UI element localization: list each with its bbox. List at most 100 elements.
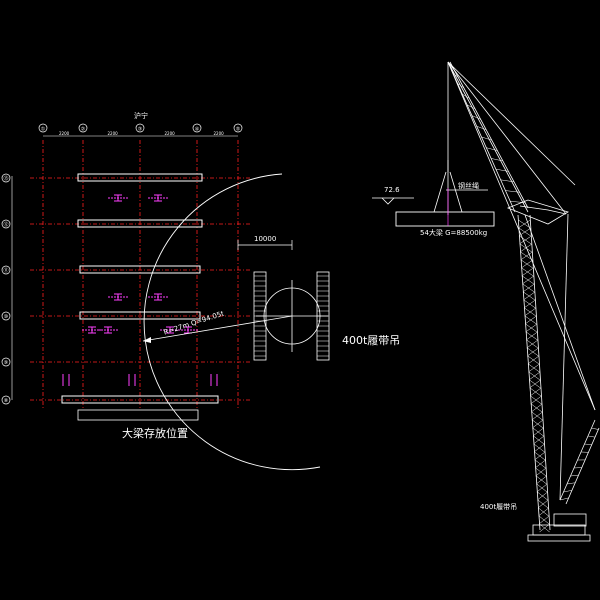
jib-lacing — [570, 474, 579, 477]
mast-diagonal — [522, 283, 535, 293]
boom-lacing — [471, 115, 481, 120]
lifted-beam — [395, 211, 495, 227]
mast-diagonal — [536, 483, 548, 493]
sling-label: 钢丝绳 — [458, 182, 479, 190]
mast-diagonal — [531, 403, 543, 413]
radius-arrow — [143, 337, 151, 343]
column-axis-label: ① — [41, 127, 46, 133]
column-axis-bubble — [233, 123, 243, 133]
mast-diagonal — [521, 259, 533, 269]
column-axis-bubble — [78, 123, 88, 133]
mast-diagonal — [519, 235, 532, 245]
mast-diagonal — [518, 227, 531, 237]
row-axis-bubble — [1, 265, 11, 275]
mast-diagonal — [532, 419, 544, 429]
mast-diagonal — [523, 299, 536, 309]
mast-diagonal — [536, 475, 547, 485]
column-axis-label: ⑤ — [236, 127, 240, 133]
storage-caption: 大梁存放位置 — [122, 427, 188, 440]
storage-beam — [77, 219, 203, 228]
row-axis-bubble — [1, 173, 11, 183]
row-axis-label: ⑩ — [4, 314, 9, 320]
storage-beam — [79, 265, 201, 274]
mast-diagonal — [537, 491, 548, 501]
level-mark-label: 72.6 — [384, 186, 400, 194]
mast-diagonal — [534, 451, 546, 461]
mast-diagonal — [533, 435, 545, 445]
storage-beams — [61, 173, 219, 404]
mast-diagonal — [523, 291, 536, 301]
crane-base — [527, 513, 591, 542]
row-axis-label: ⑧ — [4, 398, 9, 404]
mast-diagonal — [528, 363, 540, 373]
crawler-track-shoes — [254, 275, 329, 357]
mast-diagonal — [531, 411, 543, 421]
jib-lacing — [591, 427, 599, 430]
row-axis-label: ⑫ — [3, 221, 8, 228]
lifting-sling — [433, 160, 488, 213]
jib-lacing — [584, 443, 592, 445]
mast-diagonal — [526, 331, 538, 341]
storage-area-outline — [77, 409, 199, 421]
boom-lacing — [481, 136, 492, 141]
mast-diagonal — [519, 243, 532, 253]
mast-diagonal — [522, 275, 535, 285]
row-axis-bubble — [1, 357, 11, 367]
column-axis-bubble — [192, 123, 202, 133]
row-axis-label: ⑪ — [3, 267, 8, 274]
row-axis-label: ⑬ — [3, 175, 8, 182]
steel-column-pair — [62, 374, 70, 386]
level-mark — [372, 197, 414, 205]
jib-lacing — [587, 435, 596, 438]
mast-diagonal — [535, 467, 547, 477]
mast-diagonal — [529, 387, 542, 397]
column-axis-label: ④ — [195, 127, 200, 133]
mast-diagonal — [524, 307, 537, 317]
beam-label: 54大梁 G=88500kg — [420, 229, 488, 237]
mast-diagonal — [538, 507, 549, 517]
jib-lacing — [563, 490, 572, 493]
storage-beam — [79, 311, 201, 320]
mast-diagonal — [526, 339, 539, 349]
boom-chord — [449, 61, 529, 209]
steel-members — [62, 194, 218, 386]
mast-diagonal — [537, 499, 549, 509]
storage-beam — [77, 173, 203, 182]
plan-crane-caption: 400t履带吊 — [342, 334, 401, 347]
mast-diagonal — [534, 459, 546, 469]
row-axis-bubble — [1, 311, 11, 321]
mast-diagonal — [527, 355, 540, 365]
row-axis-bubbles: ⑬ ⑫ ⑪ ⑩ ⑨ ⑧ — [1, 173, 11, 405]
plan-top-label: 沪宁 — [134, 112, 148, 120]
column-spacing-label: 2200 — [107, 131, 118, 136]
swing-radius-arc — [143, 173, 321, 471]
column-spacing-label: 2200 — [59, 131, 70, 136]
column-spacing-label: 2200 — [213, 131, 224, 136]
mast-diagonal — [529, 379, 541, 389]
dimension-10000 — [237, 240, 293, 250]
row-axis-bubble — [1, 219, 11, 229]
boom-lacing — [467, 104, 476, 110]
luffing-jib — [559, 419, 600, 505]
mast-diagonal — [533, 443, 545, 453]
mast-diagonal — [524, 315, 537, 325]
steel-column-pair — [128, 374, 136, 386]
mast-diagonal — [538, 515, 550, 525]
storage-beam — [61, 395, 219, 404]
column-spacing-label: 2200 — [164, 131, 175, 136]
boom-lacing — [486, 147, 498, 151]
boom-lacing — [476, 126, 487, 130]
steel-column-pair — [210, 374, 218, 386]
jib-lacing — [559, 497, 569, 501]
mast-diagonal — [532, 427, 544, 437]
mast-diagonal — [527, 347, 539, 357]
row-axis-label: ⑨ — [4, 360, 8, 366]
column-axis-bubble — [38, 123, 48, 133]
boom-lacing — [491, 158, 503, 162]
elevation-crane-caption: 400t履带吊 — [480, 503, 518, 511]
column-axis-bubble — [135, 123, 145, 133]
crane-boom-lattice — [447, 61, 569, 225]
jib-lacing — [566, 482, 576, 485]
radius-line — [142, 315, 293, 342]
